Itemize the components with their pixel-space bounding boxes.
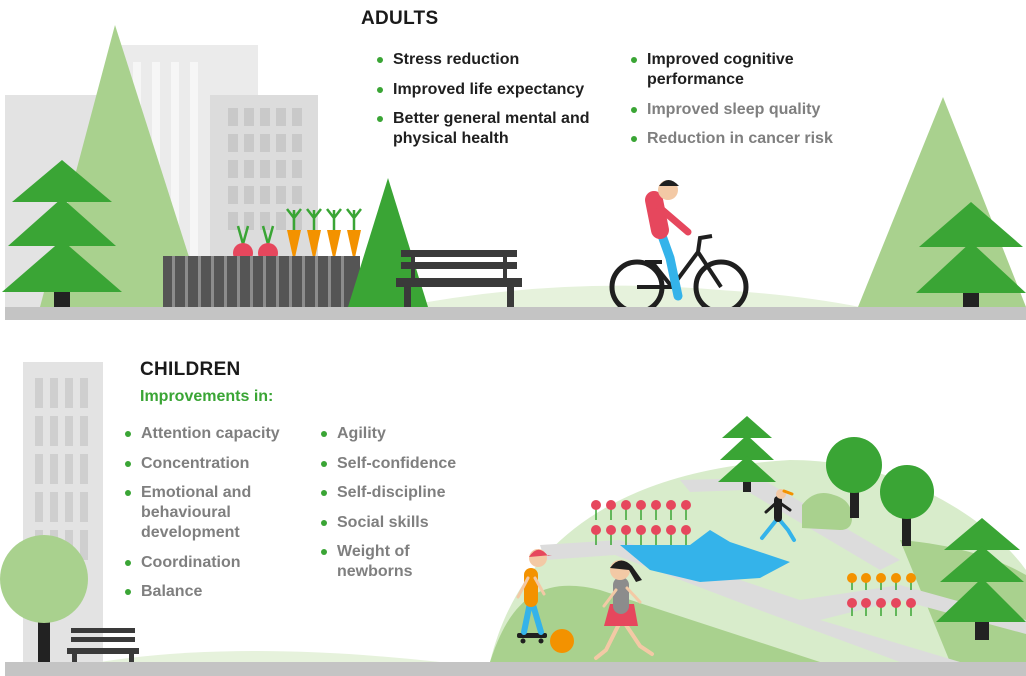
list-item: Self-confidence (319, 454, 494, 474)
adults-heading: ADULTS (361, 8, 439, 29)
adults-benefits-list-2: Improved cognitive performance Improved … (629, 50, 844, 159)
round-tree-1 (826, 437, 882, 518)
pine-tree-bottom-right (936, 518, 1026, 640)
list-item: Stress reduction (375, 50, 600, 70)
pine-tree-left (2, 160, 122, 307)
list-item: Improved cognitive performance (629, 50, 844, 90)
round-tree-left (0, 535, 88, 662)
tulip-bed-left (591, 500, 691, 545)
list-item: Weight of newborns (319, 542, 447, 582)
children-benefits-list-2: Agility Self-confidence Self-discipline … (319, 424, 494, 592)
children-benefits-list-1: Attention capacity Concentration Emotion… (123, 424, 313, 612)
small-pine-tree (718, 416, 776, 492)
list-item: Better general mental and physical healt… (375, 109, 600, 149)
park-hill (490, 460, 1026, 662)
cone-tree-center (348, 178, 428, 307)
child-skateboarding (516, 549, 574, 653)
ground-mound-left (100, 651, 440, 662)
park-bench-top (396, 250, 522, 307)
list-item: Agility (319, 424, 494, 444)
list-item: Coordination (123, 553, 313, 573)
pine-tree-right (916, 202, 1026, 307)
jogger (760, 489, 796, 542)
children-heading: CHILDREN (140, 359, 241, 380)
ground-line-top (5, 307, 1026, 320)
bush (802, 492, 852, 530)
list-item: Balance (123, 582, 313, 602)
adults-benefits-list-1: Stress reduction Improved life expectanc… (375, 50, 600, 159)
ground-hill (400, 285, 860, 307)
list-item: Social skills (319, 513, 494, 533)
list-item: Attention capacity (123, 424, 313, 444)
tulip-bed-right (847, 573, 916, 616)
ground-line-bottom (5, 662, 1026, 676)
list-item: Improved life expectancy (375, 80, 600, 100)
round-tree-2 (880, 465, 934, 546)
park-bench-bottom (67, 628, 139, 662)
girl-running (594, 560, 654, 660)
list-item: Concentration (123, 454, 313, 474)
list-item: Improved sleep quality (629, 100, 844, 120)
list-item: Self-discipline (319, 483, 494, 503)
garden-fence (163, 256, 360, 307)
list-item: Reduction in cancer risk (629, 129, 844, 149)
children-subheading: Improvements in: (140, 388, 274, 405)
list-item: Emotional and behavioural development (123, 483, 313, 543)
